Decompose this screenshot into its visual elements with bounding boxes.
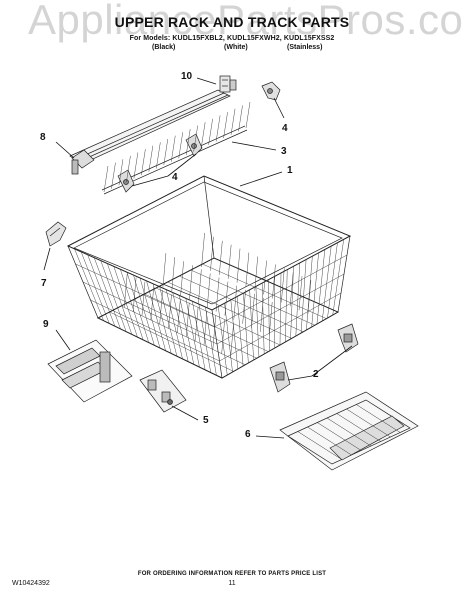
models-line: For Models: KUDL15FXBL2, KUDL15FXWH2, KU…: [129, 35, 335, 42]
part-7-clip: [45, 221, 67, 247]
page-title: UPPER RACK AND TRACK PARTS: [114, 14, 350, 30]
part-4-clip-lower: [117, 133, 203, 193]
finish-white: (White): [224, 44, 248, 51]
callout-4-upper: 4: [282, 123, 288, 134]
page-number: 11: [228, 580, 236, 587]
part-8-rack-track: [69, 89, 231, 175]
callout-5: 5: [203, 415, 209, 426]
callout-6: 6: [245, 429, 251, 440]
part-6-bracket: [279, 391, 419, 471]
callout-4-lower: 4: [172, 172, 178, 183]
part-4-clip-upper: [261, 81, 281, 101]
ordering-instruction: FOR ORDERING INFORMATION REFER TO PARTS …: [137, 571, 327, 577]
part-10-track-stop: [219, 75, 237, 93]
callout-8: 8: [40, 132, 46, 143]
callout-9: 9: [43, 319, 49, 330]
callout-10: 10: [181, 71, 193, 82]
callout-7: 7: [41, 278, 47, 289]
rack-wire-grid: [74, 101, 348, 376]
part-2-adjuster: [269, 323, 359, 393]
finish-black: (Black): [152, 44, 176, 51]
finish-stainless: (Stainless): [287, 44, 323, 51]
callout-2: 2: [313, 369, 319, 380]
callout-3: 3: [281, 146, 287, 157]
leader-lines: [43, 77, 353, 439]
document-number: W10424392: [12, 580, 50, 587]
part-5-carrier: [139, 369, 187, 413]
callout-1: 1: [287, 165, 293, 176]
part-9-wheel-carrier: [47, 339, 133, 403]
